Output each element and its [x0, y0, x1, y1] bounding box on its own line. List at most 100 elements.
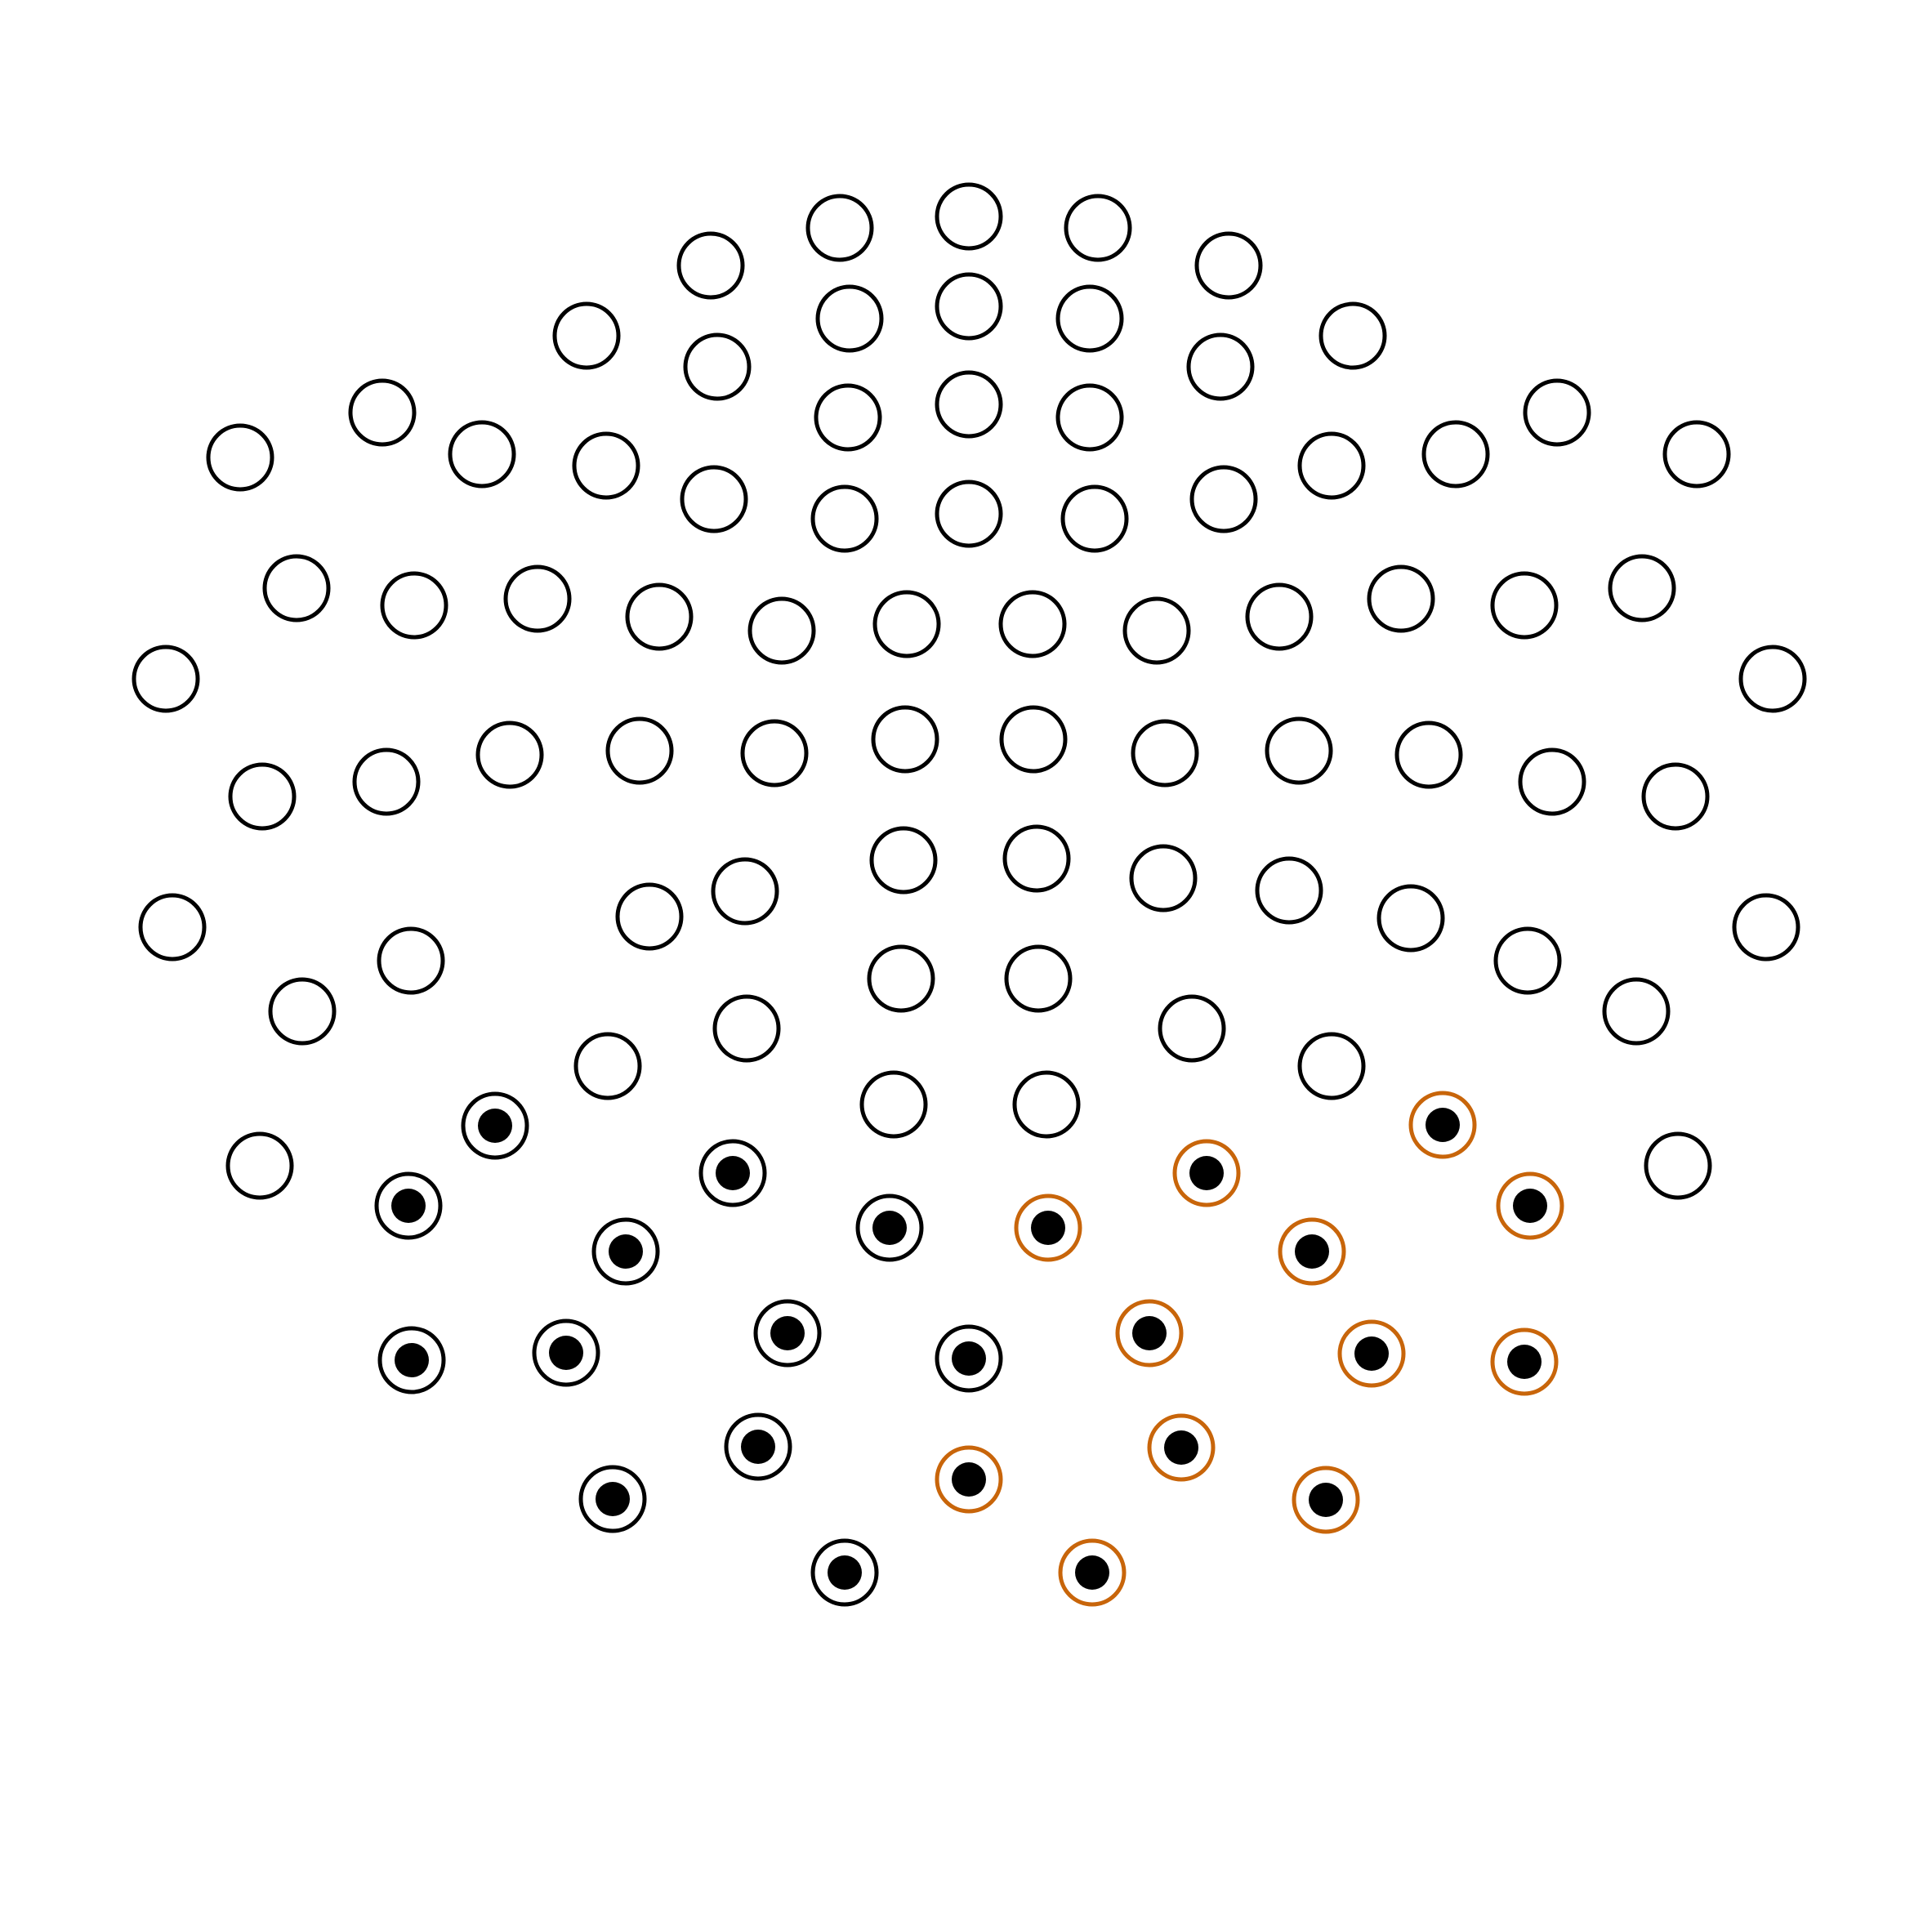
- electrode-ring: [572, 431, 640, 500]
- electrode-ring: [1297, 431, 1366, 500]
- electrode-ring: [935, 370, 1003, 439]
- electrode-ring-marked: [591, 1217, 660, 1286]
- electrode-ring-marked: [377, 1326, 446, 1394]
- electrode-ring: [1518, 747, 1586, 816]
- electrode-dot: [828, 1555, 862, 1590]
- electrode-ring: [1641, 762, 1710, 831]
- electrode-dot: [1031, 1211, 1065, 1245]
- electrode-ring-marked: [810, 1538, 879, 1607]
- electrode-ring: [998, 590, 1067, 658]
- electrode-ring-marked: [753, 1299, 822, 1368]
- electrode-ring-highlighted: [1408, 1091, 1477, 1159]
- electrode-ring: [1002, 824, 1071, 893]
- electrode-ring: [935, 272, 1003, 341]
- electrode-ring: [1064, 194, 1132, 262]
- electrode-ring: [999, 705, 1068, 774]
- electrode-ring: [680, 465, 748, 533]
- electrode-ring: [380, 571, 448, 640]
- electrode-ring: [1060, 484, 1129, 553]
- electrode-dot: [1309, 1483, 1343, 1517]
- electrode-ring: [268, 977, 337, 1046]
- electrode-ring: [805, 194, 874, 262]
- electrode-ring: [859, 1070, 928, 1139]
- electrode-ring: [1122, 596, 1191, 665]
- electrode-dot: [1295, 1234, 1329, 1269]
- electrode-ring: [1004, 944, 1073, 1013]
- electrode-ring: [615, 882, 684, 951]
- electrode-dot: [609, 1234, 643, 1269]
- electrode-ring: [1255, 856, 1323, 925]
- electrode-ring: [1186, 332, 1255, 401]
- electrode-ring: [206, 423, 274, 492]
- electrode-ring: [1732, 893, 1800, 962]
- electrode-dot: [1426, 1108, 1460, 1142]
- electrode-ring: [348, 378, 417, 447]
- electrode-ring: [1012, 1070, 1081, 1139]
- electrode-ring: [1055, 383, 1124, 452]
- electrode-ring: [552, 301, 621, 370]
- electrode-ring: [1523, 378, 1591, 447]
- electrode-ring: [1644, 1131, 1712, 1200]
- electrode-ring-marked: [935, 1324, 1003, 1393]
- electrode-ring-highlighted: [1490, 1327, 1559, 1396]
- electrode-ring-marked: [374, 1171, 443, 1240]
- electrode-ring: [1265, 716, 1333, 785]
- electrode-ring: [935, 480, 1003, 548]
- electrode-ring: [867, 944, 935, 1013]
- electrode-dot: [1075, 1555, 1109, 1590]
- electrode-dot: [952, 1462, 986, 1497]
- electrode-ring: [871, 705, 939, 774]
- electrode-dot: [1164, 1430, 1198, 1465]
- electrode-ring: [872, 590, 941, 658]
- electrode-dot: [770, 1316, 805, 1350]
- electrode-dot: [872, 1211, 907, 1245]
- electrode-ring: [814, 383, 882, 452]
- electrode-dot: [716, 1156, 750, 1190]
- electrode-ring: [711, 857, 779, 926]
- electrode-ring: [676, 231, 745, 300]
- electrode-ring: [1158, 994, 1226, 1063]
- electrode-dot: [1132, 1316, 1167, 1350]
- electrode-ring: [1493, 926, 1562, 995]
- electrode-ring-highlighted: [1115, 1299, 1184, 1368]
- electrode-ring-marked: [532, 1318, 600, 1387]
- electrode-ring: [625, 582, 694, 651]
- electrode-ring: [352, 747, 421, 816]
- electrode-dot: [1354, 1336, 1389, 1371]
- electrode-ring-marked: [578, 1465, 647, 1533]
- electrode-ring-highlighted: [1292, 1466, 1360, 1534]
- electrode-ring-highlighted: [1058, 1538, 1127, 1607]
- electrode-ring: [740, 719, 809, 788]
- electrode-ring: [1189, 465, 1258, 533]
- electrode-ring: [1131, 719, 1199, 788]
- electrode-ring-marked: [724, 1412, 792, 1481]
- electrode-ring: [228, 762, 297, 831]
- electrode-ring-highlighted: [1496, 1171, 1564, 1240]
- electrode-ring: [1318, 301, 1387, 370]
- electrode-ring: [377, 926, 445, 995]
- electrode-dot: [952, 1341, 986, 1376]
- electrode-group: [132, 182, 1807, 1607]
- electrode-ring: [138, 893, 207, 962]
- electrode-dot: [596, 1482, 630, 1516]
- electrode-dot: [1507, 1345, 1542, 1379]
- electrode-ring: [262, 554, 331, 622]
- electrode-ring: [573, 1032, 642, 1100]
- electrode-dot: [741, 1430, 775, 1464]
- electrode-ring: [1129, 844, 1198, 912]
- electrode-ring: [1421, 420, 1490, 489]
- electrode-dot: [1513, 1189, 1547, 1223]
- electrode-ring: [605, 716, 674, 785]
- electrode-ring: [1055, 284, 1124, 353]
- electrode-ring-highlighted: [1172, 1139, 1241, 1207]
- electrode-ring: [475, 721, 544, 789]
- electrode-ring: [1662, 420, 1731, 489]
- electrode-ring: [1194, 231, 1263, 300]
- electrode-ring: [810, 484, 879, 553]
- electrode-dot: [478, 1109, 512, 1143]
- electrode-ring-marked: [698, 1139, 767, 1207]
- electrode-ring: [712, 994, 781, 1063]
- electrode-ring: [1490, 571, 1559, 640]
- electrode-ring: [132, 645, 200, 713]
